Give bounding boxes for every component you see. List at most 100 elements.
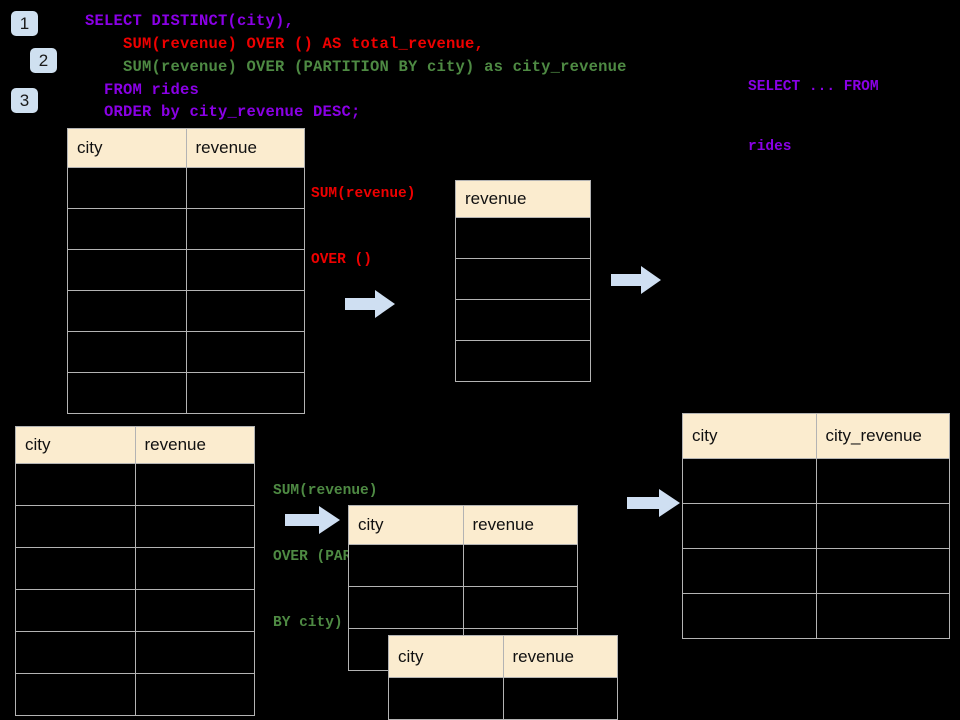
table-cell <box>682 548 817 594</box>
column-header-city-revenue: city_revenue <box>815 413 950 459</box>
table-cell <box>682 458 817 504</box>
arrow-partition-to-result-icon <box>627 488 680 518</box>
table-cell <box>502 677 618 720</box>
table-cell <box>388 677 504 720</box>
table-row <box>15 547 255 590</box>
table-row <box>682 503 950 549</box>
table-row <box>455 258 591 300</box>
table-cell <box>67 331 187 373</box>
table-row <box>15 463 255 506</box>
arrow-total-to-result-icon <box>611 265 661 295</box>
table-cell <box>462 544 578 587</box>
table-cell <box>67 208 187 250</box>
step-badge-1: 1 <box>11 11 38 36</box>
table-cell <box>348 586 464 629</box>
column-header-city: city <box>682 413 817 459</box>
table-cell <box>15 631 136 674</box>
sql-line-1: SELECT DISTINCT(city), <box>85 12 295 30</box>
table-cell <box>462 586 578 629</box>
table-header-row: city revenue <box>388 635 618 678</box>
table-row <box>455 340 591 382</box>
annotation-select-from-line2: rides <box>748 139 792 155</box>
column-header-city: city <box>67 128 187 168</box>
table-row <box>348 586 578 629</box>
arrow-source-to-total-icon <box>345 289 395 319</box>
table-row <box>67 290 305 332</box>
table-cell <box>185 208 305 250</box>
table-row <box>15 631 255 674</box>
annotation-sum-over-partition-line1: SUM(revenue) <box>273 483 378 499</box>
table-cell <box>15 547 136 590</box>
sql-line-5: ORDER by city_revenue DESC; <box>85 103 361 121</box>
table-cell <box>15 673 136 716</box>
table-row <box>67 372 305 414</box>
table-header-row: revenue <box>455 180 591 218</box>
table-city-revenue: city city_revenue <box>682 413 950 639</box>
table-row <box>455 217 591 259</box>
table-cell <box>455 299 591 341</box>
table-cell <box>134 589 255 632</box>
table-cell <box>348 544 464 587</box>
sql-line-2: SUM(revenue) OVER () AS total_revenue, <box>85 35 485 53</box>
table-row <box>682 593 950 639</box>
table-cell <box>815 593 950 639</box>
table-row <box>15 505 255 548</box>
table-row <box>348 544 578 587</box>
column-header-city: city <box>388 635 504 678</box>
column-header-revenue: revenue <box>455 180 591 218</box>
table-cell <box>134 463 255 506</box>
step-badge-2: 2 <box>30 48 57 73</box>
table-source-top: city revenue <box>67 128 305 414</box>
table-row <box>15 589 255 632</box>
table-header-row: city revenue <box>348 505 578 545</box>
table-cell <box>185 372 305 414</box>
table-cell <box>815 503 950 549</box>
column-header-city: city <box>15 426 136 464</box>
table-row <box>388 677 618 720</box>
sql-line-3: SUM(revenue) OVER (PARTITION BY city) as… <box>85 58 627 76</box>
table-row <box>67 249 305 291</box>
table-row <box>455 299 591 341</box>
table-cell <box>67 167 187 209</box>
table-cell <box>67 290 187 332</box>
annotation-sum-over-empty: SUM(revenue) OVER () <box>311 139 415 315</box>
table-row <box>682 458 950 504</box>
annotation-select-from: SELECT ... FROM rides <box>748 37 879 197</box>
step-badge-3: 3 <box>11 88 38 113</box>
table-cell <box>15 463 136 506</box>
annotation-sum-over-empty-line1: SUM(revenue) <box>311 186 416 202</box>
table-cell <box>455 340 591 382</box>
table-partition-front: city revenue <box>388 635 618 720</box>
table-cell <box>185 167 305 209</box>
table-cell <box>455 258 591 300</box>
table-row <box>682 548 950 594</box>
annotation-sum-over-partition-line3: BY city) <box>273 615 343 631</box>
table-row <box>67 208 305 250</box>
annotation-select-from-line1: SELECT ... FROM <box>748 79 879 95</box>
column-header-revenue: revenue <box>185 128 305 168</box>
table-row <box>67 167 305 209</box>
table-cell <box>682 593 817 639</box>
column-header-revenue: revenue <box>462 505 578 545</box>
table-row <box>15 673 255 716</box>
column-header-city: city <box>348 505 464 545</box>
table-row <box>67 331 305 373</box>
column-header-revenue: revenue <box>502 635 618 678</box>
table-cell <box>134 631 255 674</box>
column-header-revenue: revenue <box>134 426 255 464</box>
sql-line-4: FROM rides <box>85 81 200 99</box>
table-cell <box>67 372 187 414</box>
table-cell <box>15 589 136 632</box>
table-cell <box>134 547 255 590</box>
table-cell <box>134 673 255 716</box>
table-cell <box>455 217 591 259</box>
table-cell <box>815 548 950 594</box>
table-cell <box>185 290 305 332</box>
table-header-row: city city_revenue <box>682 413 950 459</box>
table-header-row: city revenue <box>67 128 305 168</box>
arrow-source-to-partition-icon <box>285 505 340 535</box>
table-cell <box>67 249 187 291</box>
annotation-sum-over-empty-line2: OVER () <box>311 252 372 268</box>
table-cell <box>815 458 950 504</box>
